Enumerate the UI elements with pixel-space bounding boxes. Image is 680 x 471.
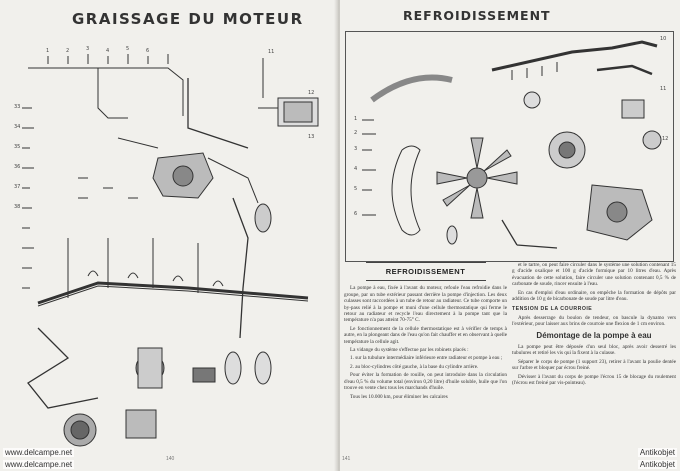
left-page-number: 140: [166, 456, 175, 462]
left-page: GRAISSAGE DU MOTEUR: [0, 0, 338, 471]
svg-text:10: 10: [660, 36, 666, 42]
svg-text:36: 36: [14, 164, 20, 170]
paragraph: Pour éviter la formation de rouille, on …: [344, 372, 507, 392]
paragraph: La pompe peut être déposée d'un seul blo…: [512, 344, 676, 357]
left-page-title: GRAISSAGE DU MOTEUR: [72, 10, 304, 28]
svg-text:1: 1: [354, 116, 357, 122]
watermark-delcampe: www.delcampe.net: [3, 460, 75, 469]
right-page-number: 141: [342, 456, 351, 462]
paragraph: Le fonctionnement de la cellule thermost…: [344, 325, 507, 345]
svg-text:11: 11: [660, 86, 666, 92]
diagram-frame: [345, 31, 674, 262]
svg-text:34: 34: [14, 124, 20, 130]
watermark-antikobjet: Antikobjet: [637, 460, 677, 469]
svg-text:5: 5: [126, 46, 129, 52]
paragraph: Après desserrage du boulon de tendeur, o…: [512, 314, 676, 328]
paragraph: 1. sur la tubulure intermédiaire inférie…: [350, 355, 503, 362]
right-page: REFROIDISSEMENT: [340, 0, 680, 471]
svg-text:4: 4: [354, 166, 357, 172]
svg-text:6: 6: [354, 211, 357, 217]
watermark-antikobjet: Antikobjet: [637, 448, 677, 457]
svg-text:3: 3: [86, 46, 89, 52]
svg-text:5: 5: [354, 186, 357, 192]
paragraph: 2. au bloc-cylindres côté gauche, à la b…: [350, 363, 479, 370]
svg-text:4: 4: [106, 48, 109, 54]
svg-text:6: 6: [146, 48, 149, 54]
svg-text:2: 2: [66, 48, 69, 54]
paragraph: Tous les 10.000 km, pour éliminer les ca…: [350, 393, 448, 400]
section-heading-refroidissement: REFROIDISSEMENT: [385, 267, 466, 276]
text-column-right: et le tartre, on peut faire circuler dan…: [512, 262, 676, 389]
svg-text:13: 13: [308, 134, 314, 140]
text-column-left: REFROIDISSEMENT La pompe à eau, fixée à …: [344, 262, 507, 402]
svg-text:1: 1: [46, 48, 49, 54]
spine-gutter: [334, 0, 344, 471]
heading-rule: [365, 280, 486, 282]
heading-rule: [365, 262, 486, 263]
paragraph: Séparer le corps de pompe (1 support 23)…: [512, 358, 676, 372]
svg-text:12: 12: [662, 136, 668, 142]
svg-text:38: 38: [14, 204, 20, 210]
paragraph: Dévisser à l'avant du corps de pompe l'é…: [512, 373, 676, 387]
paragraph: En cas d'emploi d'eau ordinaire, on empê…: [512, 289, 676, 303]
svg-text:3: 3: [354, 146, 357, 152]
svg-text:33: 33: [14, 104, 20, 110]
svg-text:2: 2: [354, 130, 357, 136]
svg-text:37: 37: [14, 184, 20, 190]
svg-text:11: 11: [268, 49, 274, 55]
subheading-tension-courroie: TENSION DE LA COURROIE: [512, 306, 593, 313]
section-heading-demontage-pompe: Démontage de la pompe à eau: [536, 330, 652, 340]
svg-text:12: 12: [308, 90, 314, 96]
paragraph: La vidange du système s'effectue par les…: [350, 347, 469, 354]
watermark-delcampe: www.delcampe.net: [3, 448, 75, 457]
paragraph: et le tartre, on peut faire circuler dan…: [512, 262, 676, 288]
right-page-title: REFROIDISSEMENT: [403, 8, 551, 23]
svg-text:35: 35: [14, 144, 20, 150]
paragraph: La pompe à eau, fixée à l'avant du moteu…: [344, 285, 507, 324]
